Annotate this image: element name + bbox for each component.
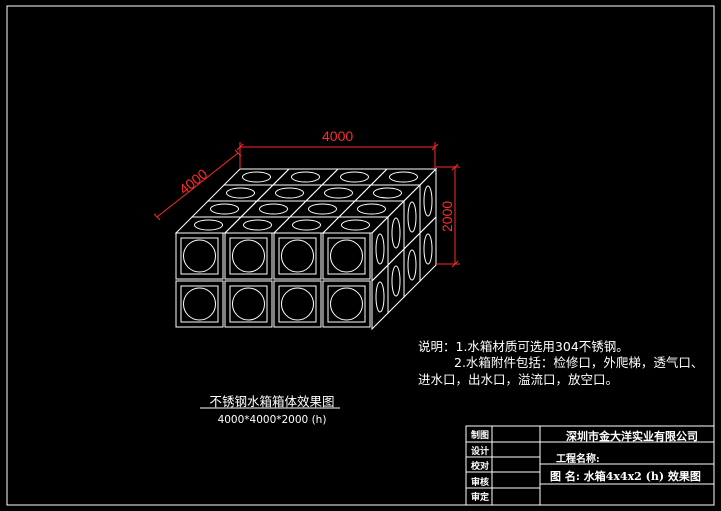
front-panel-circle (183, 287, 216, 321)
front-panel-circle (281, 287, 314, 321)
front-panel (273, 280, 322, 328)
front-panel (322, 280, 371, 328)
top-panel-ellipse (292, 219, 321, 231)
top-panel (320, 168, 389, 186)
front-panel-inner (327, 285, 366, 323)
tb-project-label: 工程名称: (556, 454, 600, 465)
tb-label-review: 审核 (471, 478, 490, 488)
dimension-length-label: 4000 (322, 128, 353, 144)
dimension-height (436, 163, 460, 268)
dimension-length (236, 142, 439, 168)
side-panel-ellipse (407, 249, 417, 281)
front-panel (175, 280, 224, 328)
note-line-2: 2.水箱附件包括：检修口，外爬梯，透气口、 (454, 355, 704, 370)
top-panel-ellipse (308, 203, 337, 215)
top-panel (272, 216, 341, 234)
side-panel-ellipse (423, 185, 433, 217)
front-panel-inner (278, 237, 317, 275)
note-line-3: 进水口，出水口，溢流口，放空口。 (418, 372, 619, 387)
top-panel-ellipse (194, 219, 223, 231)
side-panel-ellipse (423, 233, 433, 265)
top-panel (369, 168, 438, 186)
top-panel (239, 200, 308, 218)
top-panel (271, 168, 340, 186)
tb-drawing-name: 图 名: 水箱4x4x2 (h) 效果图 (550, 470, 701, 483)
side-panel (371, 215, 389, 283)
front-panel-circle (330, 287, 363, 321)
tb-label-drawn-by: 制图 (471, 431, 490, 441)
water-tank-isometric (174, 167, 438, 331)
side-panel-ellipse (391, 265, 401, 297)
front-panel-inner (229, 285, 268, 323)
top-panel-ellipse (291, 171, 320, 183)
top-panel-ellipse (259, 203, 288, 215)
side-panel (371, 263, 389, 331)
side-panel (419, 215, 437, 283)
top-panel (304, 184, 373, 202)
tb-company: 深圳市金大洋实业有限公司 (566, 430, 698, 443)
dimension-width (153, 149, 242, 221)
top-panel-ellipse (340, 171, 369, 183)
side-panel (403, 231, 421, 299)
top-panel (223, 216, 292, 234)
side-panel (403, 183, 421, 251)
tb-label-check: 校对 (471, 462, 490, 472)
top-panel-ellipse (210, 203, 239, 215)
front-panel-inner (278, 285, 317, 323)
top-panel-ellipse (226, 187, 255, 199)
top-panel (353, 184, 422, 202)
top-panel-ellipse (242, 171, 271, 183)
top-panel-ellipse (275, 187, 304, 199)
top-panel-ellipse (389, 171, 418, 183)
side-panel-ellipse (375, 281, 385, 313)
top-panel (255, 184, 324, 202)
front-panel-circle (281, 239, 314, 273)
top-panel-ellipse (243, 219, 272, 231)
front-panel-circle (232, 287, 265, 321)
top-panel-ellipse (373, 187, 402, 199)
top-panel (321, 216, 390, 234)
dimension-height-label: 2000 (439, 201, 455, 232)
tb-label-design: 设计 (471, 447, 490, 457)
top-panel-ellipse (341, 219, 370, 231)
top-panel-ellipse (324, 187, 353, 199)
front-panel-circle (183, 239, 216, 273)
front-panel (224, 280, 273, 328)
front-panel-inner (229, 237, 268, 275)
top-panel (206, 184, 275, 202)
top-panel (337, 200, 406, 218)
side-panel (419, 167, 437, 235)
note-line-1: 说明：1.水箱材质可选用304不锈钢。 (418, 339, 629, 354)
side-panel (387, 199, 405, 267)
caption-subtitle: 4000*4000*2000 (h) (217, 414, 327, 426)
front-panel-inner (327, 237, 366, 275)
front-panel-circle (330, 239, 363, 273)
side-panel-ellipse (375, 233, 385, 265)
drawing-border (6, 5, 715, 506)
front-panel-inner (180, 237, 219, 275)
tb-label-approve: 审定 (471, 493, 490, 503)
side-panel-ellipse (407, 201, 417, 233)
top-panel (190, 200, 259, 218)
title-block (465, 425, 715, 506)
top-panel (174, 216, 243, 234)
front-panel-inner (180, 285, 219, 323)
side-panel-ellipse (391, 217, 401, 249)
caption-title: 不锈钢水箱箱体效果图 (209, 394, 335, 409)
front-panel-circle (232, 239, 265, 273)
dimension-width-label: 4000 (176, 165, 211, 197)
top-panel (288, 200, 357, 218)
side-panel (387, 247, 405, 315)
top-panel-ellipse (357, 203, 386, 215)
top-panel (222, 168, 291, 186)
